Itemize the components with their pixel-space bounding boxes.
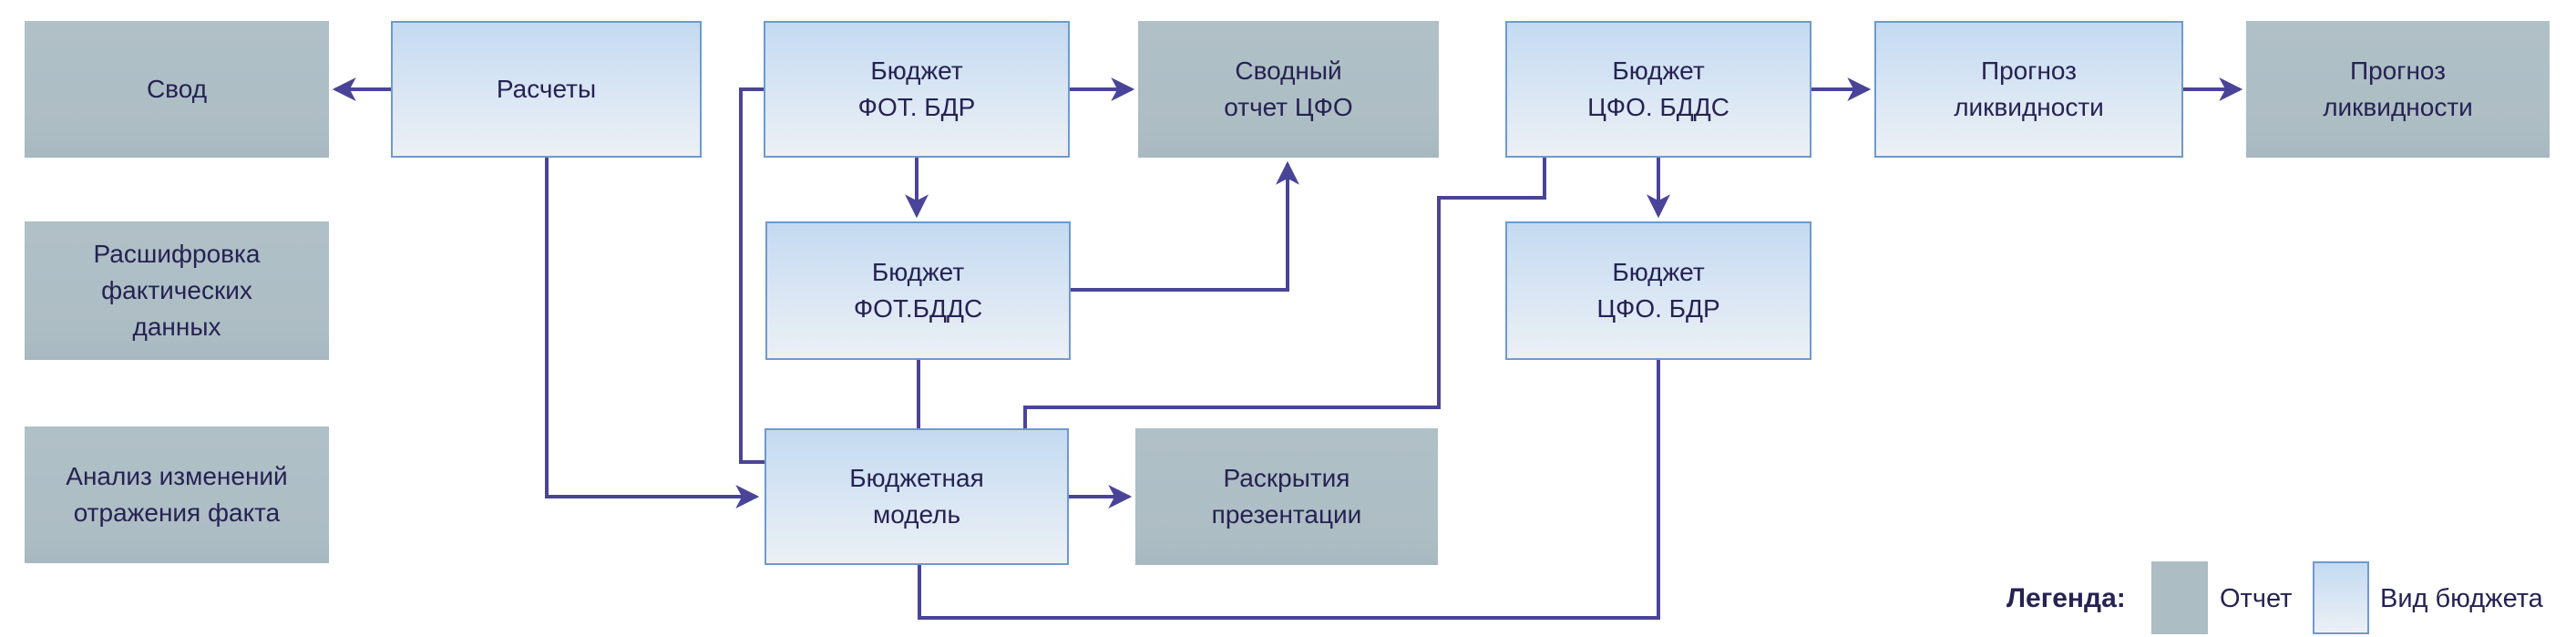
legend-report-swatch — [2151, 561, 2208, 634]
legend-report-label: Отчет — [2220, 584, 2293, 613]
node-budget-cfo-bdr: Бюджет ЦФО. БДР — [1505, 221, 1811, 360]
edge-raschety-to-budget-model — [545, 158, 760, 509]
node-prognoz-likvidnosti-budget: Прогноз ликвидности — [1874, 21, 2183, 158]
node-budget-cfo-bdds: Бюджет ЦФО. БДДС — [1505, 21, 1811, 158]
node-rasshifrovka-fakticheskih-dannyh: Расшифровка фактических данных — [25, 221, 329, 360]
edge-fot-bdds-to-svodny-otchet — [1071, 160, 1299, 292]
node-raskrytiya-prezentacii: Раскрытия презентации — [1135, 428, 1438, 565]
edge-cfo-bdds-to-budget-model — [1023, 158, 1546, 428]
node-raschety: Расчеты — [391, 21, 702, 158]
legend-budget-label: Вид бюджета — [2380, 584, 2543, 613]
node-prognoz-likvidnosti-report: Прогноз ликвидности — [2246, 21, 2550, 158]
node-budget-fot-bdds: Бюджет ФОТ.БДДС — [765, 221, 1071, 360]
node-budget-model: Бюджетная модель — [765, 428, 1069, 565]
node-analiz-izmeneniy: Анализ изменений отражения факта — [25, 426, 329, 563]
node-budget-fot-bdr: Бюджет ФОТ. БДР — [764, 21, 1070, 158]
node-svodny-otchet-cfo: Сводный отчет ЦФО — [1138, 21, 1439, 158]
node-svod: Свод — [25, 21, 329, 158]
edge-budget-model-to-cfo-bdr — [918, 360, 1660, 620]
edge-fot-bdr-to-budget-model — [739, 87, 765, 464]
legend-budget-swatch — [2313, 561, 2369, 634]
legend-title: Легенда: — [2006, 583, 2126, 613]
